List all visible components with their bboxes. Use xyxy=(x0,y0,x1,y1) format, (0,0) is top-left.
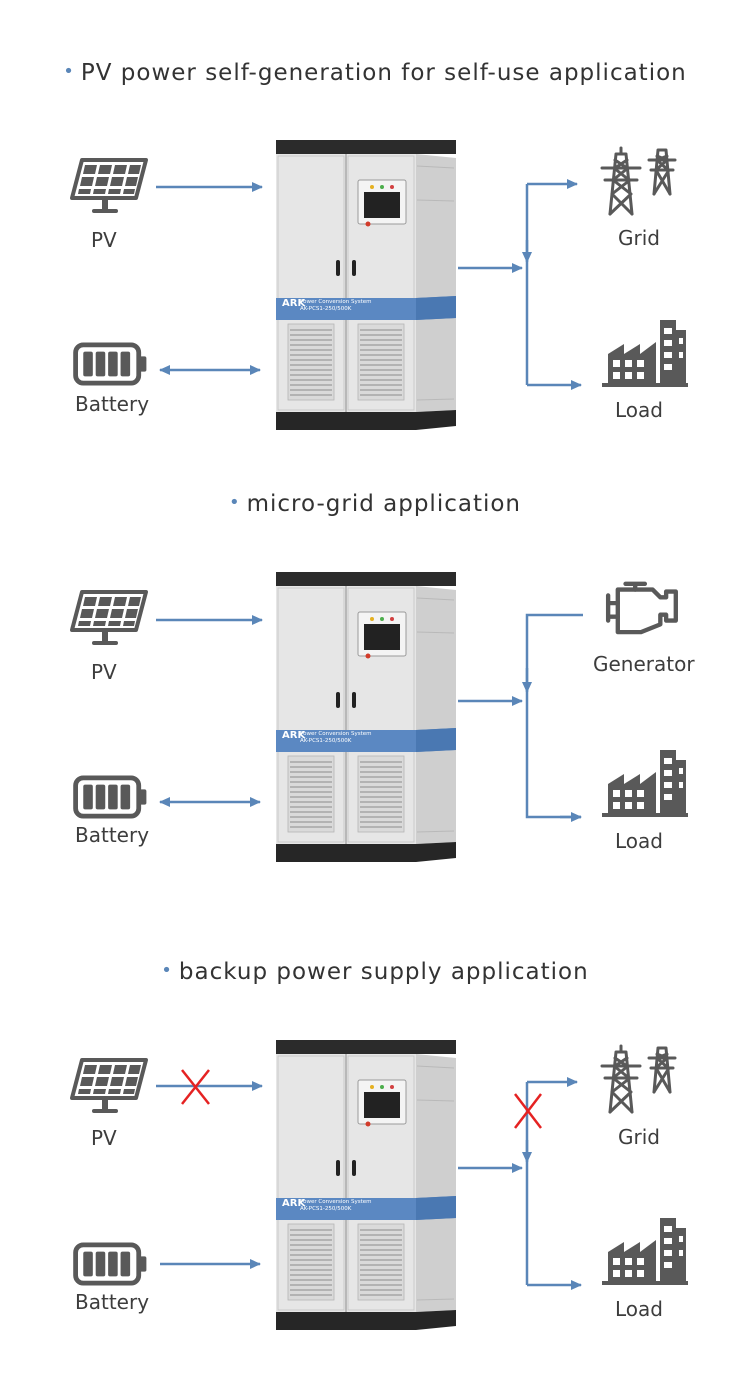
svg-text:Power Conversion System: Power Conversion System xyxy=(300,1199,371,1205)
power-conversion-cabinet xyxy=(276,140,456,430)
cabinet-label: ARK Power Conversion System AK-PCS1-250/… xyxy=(282,730,371,744)
svg-text:ARK: ARK xyxy=(282,730,306,741)
blocked-grid-cross-icon xyxy=(514,1093,542,1129)
solar-panel-icon xyxy=(70,1058,148,1115)
grid-label: Grid xyxy=(618,1125,660,1149)
load-label: Load xyxy=(615,398,663,422)
transmission-tower-icon xyxy=(600,1044,677,1114)
battery-icon xyxy=(76,345,147,383)
blocked-pv-cross-icon xyxy=(181,1069,210,1105)
battery-label: Battery xyxy=(75,1290,150,1314)
svg-text:AK-PCS1-250/500K: AK-PCS1-250/500K xyxy=(300,738,352,744)
svg-text:Power Conversion System: Power Conversion System xyxy=(300,299,371,305)
solar-panel-icon xyxy=(70,590,148,647)
solar-panel-icon xyxy=(70,158,148,215)
section-title: •backup power supply application xyxy=(161,959,589,985)
grid-label: Grid xyxy=(618,226,660,250)
pv-label: PV xyxy=(91,228,117,252)
section-title: •PV power self-generation for self-use a… xyxy=(63,60,687,86)
load-label: Load xyxy=(615,1297,663,1321)
generator-label: Generator xyxy=(593,652,695,676)
flow-diagram: ARK Power Conversion System AK-PCS1-250/… xyxy=(70,572,688,862)
battery-icon xyxy=(76,778,147,816)
section-title: •micro-grid application xyxy=(228,491,522,517)
bullet-icon: • xyxy=(63,61,75,82)
pv-label: PV xyxy=(91,1126,117,1150)
battery-label: Battery xyxy=(75,823,150,847)
power-conversion-cabinet xyxy=(276,572,456,862)
svg-text:ARK: ARK xyxy=(282,1198,306,1209)
flow-diagram: ARK Power Conversion System AK-PCS1-250/… xyxy=(70,140,688,430)
battery-icon xyxy=(76,1245,147,1283)
factory-icon xyxy=(602,1218,688,1285)
battery-label: Battery xyxy=(75,392,150,416)
bus-line xyxy=(525,613,583,819)
svg-text:AK-PCS1-250/500K: AK-PCS1-250/500K xyxy=(300,1206,352,1212)
flow-diagram: ARK Power Conversion System AK-PCS1-250/… xyxy=(70,1040,688,1330)
load-label: Load xyxy=(615,829,663,853)
svg-text:ARK: ARK xyxy=(282,298,306,309)
svg-text:Power Conversion System: Power Conversion System xyxy=(300,731,371,737)
pv-label: PV xyxy=(91,660,117,684)
cabinet-label: ARK Power Conversion System AK-PCS1-250/… xyxy=(282,298,371,312)
factory-icon xyxy=(602,320,688,387)
bullet-icon: • xyxy=(161,960,173,981)
bullet-icon: • xyxy=(228,492,241,513)
svg-text:AK-PCS1-250/500K: AK-PCS1-250/500K xyxy=(300,306,352,312)
transmission-tower-icon xyxy=(600,146,677,216)
cabinet-label: ARK Power Conversion System AK-PCS1-250/… xyxy=(282,1198,371,1212)
engine-icon xyxy=(608,584,676,632)
power-conversion-cabinet xyxy=(276,1040,456,1330)
factory-icon xyxy=(602,750,688,817)
